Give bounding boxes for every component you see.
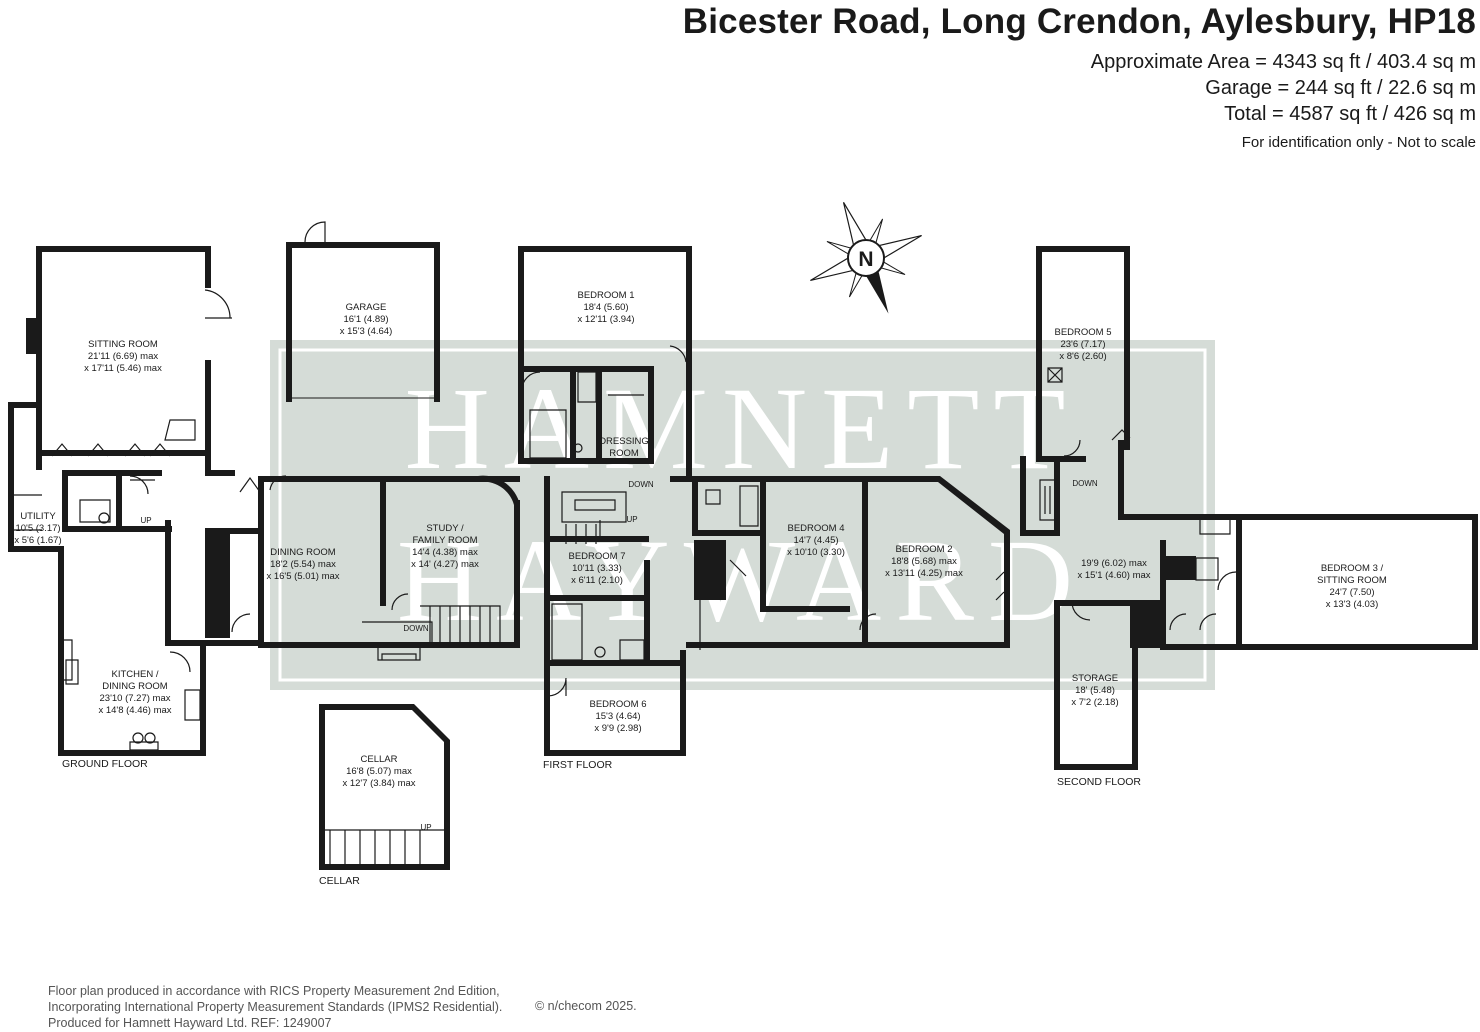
room-bedroom2-name: BEDROOM 2 — [895, 544, 952, 555]
second-floor — [1020, 246, 1478, 770]
property-address: Bicester Road, Long Crendon, Aylesbury, … — [682, 2, 1476, 41]
first-floor — [518, 246, 1010, 756]
ground-floor — [8, 246, 520, 756]
watermark-line-2: HAYWARD — [397, 515, 1087, 646]
room-utility-dim1: 10'5 (3.17) — [15, 523, 60, 534]
room-storage-name: STORAGE — [1072, 673, 1118, 684]
garage-plan — [286, 221, 440, 402]
room-bedroom6-name: BEDROOM 6 — [589, 699, 646, 710]
room-cellar-name: CELLAR — [361, 754, 398, 765]
cellar-plan — [319, 704, 450, 870]
room-dressing-name2: ROOM — [609, 448, 639, 459]
room-bedroom6-dim1: 15'3 (4.64) — [595, 711, 640, 722]
room-bedroom7-name: BEDROOM 7 — [568, 551, 625, 562]
room-landing-dim1: 19'9 (6.02) max — [1081, 558, 1147, 569]
room-dining-room-name: DINING ROOM — [270, 547, 336, 558]
identification-note: For identification only - Not to scale — [1241, 134, 1476, 151]
room-garage-name: GARAGE — [346, 302, 387, 313]
room-bedroom1-dim2: x 12'11 (3.94) — [577, 314, 634, 325]
room-bedroom4-name: BEDROOM 4 — [787, 523, 844, 534]
stair-cellar-up: UP — [420, 823, 431, 832]
total-area: Total = 4587 sq ft / 426 sq m — [1224, 103, 1476, 125]
room-bedroom3-dim2: x 13'3 (4.03) — [1326, 599, 1379, 610]
room-study-dim1: 14'4 (4.38) max — [412, 547, 478, 558]
compass-label: N — [858, 248, 873, 271]
room-bedroom4-dim1: 14'7 (4.45) — [793, 535, 838, 546]
room-kitchen-dim1: 23'10 (7.27) max — [100, 693, 171, 704]
room-storage-dim1: 18' (5.48) — [1075, 685, 1115, 696]
room-garage-dim1: 16'1 (4.89) — [343, 314, 388, 325]
stair-first-down: DOWN — [628, 480, 654, 489]
room-bedroom5-dim1: 23'6 (7.17) — [1060, 339, 1105, 350]
room-bedroom2-dim2: x 13'11 (4.25) max — [885, 568, 963, 579]
room-kitchen-name2: DINING ROOM — [102, 681, 168, 692]
room-bedroom2-dim1: 18'8 (5.68) max — [891, 556, 957, 567]
floor-label-second: SECOND FLOOR — [1057, 776, 1141, 788]
footer-line-3: Produced for Hamnett Hayward Ltd. REF: 1… — [48, 1016, 332, 1030]
footer-notes: Floor plan produced in accordance with R… — [48, 983, 502, 1031]
room-cellar-dim2: x 12'7 (3.84) max — [342, 778, 415, 789]
room-study-dim2: x 14' (4.27) max — [411, 559, 479, 570]
room-dining-room-dim1: 18'2 (5.54) max — [270, 559, 336, 570]
room-dressing-name1: DRESSING — [599, 436, 649, 447]
room-bedroom7-dim2: x 6'11 (2.10) — [571, 575, 623, 586]
footer-line-2: Incorporating International Property Mea… — [48, 1000, 503, 1014]
room-utility-dim2: x 5'6 (1.67) — [14, 535, 61, 546]
room-landing-dim2: x 15'1 (4.60) max — [1077, 570, 1150, 581]
stair-ground-down: DOWN — [403, 624, 429, 633]
footer-copyright: © n/checom 2025. — [535, 999, 637, 1013]
stair-second-down: DOWN — [1072, 479, 1098, 488]
garage-area: Garage = 244 sq ft / 22.6 sq m — [1205, 77, 1476, 99]
room-kitchen-name1: KITCHEN / — [112, 669, 159, 680]
room-utility-name: UTILITY — [20, 511, 56, 522]
room-bedroom1-name: BEDROOM 1 — [577, 290, 634, 301]
floor-label-first: FIRST FLOOR — [543, 759, 613, 771]
room-bedroom6-dim2: x 9'9 (2.98) — [594, 723, 641, 734]
room-bedroom3-dim1: 24'7 (7.50) — [1329, 587, 1374, 598]
room-bedroom1-dim1: 18'4 (5.60) — [583, 302, 628, 313]
stair-ground-up: UP — [140, 516, 151, 525]
watermark-line-1: HAMNETT — [405, 363, 1080, 494]
footer-line-1: Floor plan produced in accordance with R… — [48, 984, 500, 998]
room-study-name1: STUDY / — [426, 523, 464, 534]
room-kitchen-dim2: x 14'8 (4.46) max — [98, 705, 171, 716]
room-bedroom3-name2: SITTING ROOM — [1317, 575, 1387, 586]
room-bedroom7-dim1: 10'11 (3.33) — [572, 563, 622, 574]
room-storage-dim2: x 7'2 (2.18) — [1071, 697, 1118, 708]
room-garage-dim2: x 15'3 (4.64) — [340, 326, 393, 337]
room-sitting-room-name: SITTING ROOM — [88, 339, 158, 350]
room-bedroom4-dim2: x 10'10 (3.30) — [787, 547, 845, 558]
floor-label-cellar: CELLAR — [319, 875, 360, 887]
room-sitting-room-dim1: 21'11 (6.69) max — [88, 351, 159, 362]
room-dining-room-dim2: x 16'5 (5.01) max — [266, 571, 339, 582]
room-cellar-dim1: 16'8 (5.07) max — [346, 766, 412, 777]
floor-label-ground: GROUND FLOOR — [62, 758, 148, 770]
room-sitting-room-dim2: x 17'11 (5.46) max — [84, 363, 162, 374]
room-bedroom5-name: BEDROOM 5 — [1054, 327, 1111, 338]
room-bedroom3-name1: BEDROOM 3 / — [1321, 563, 1384, 574]
room-study-name2: FAMILY ROOM — [412, 535, 477, 546]
approx-area: Approximate Area = 4343 sq ft / 403.4 sq… — [1090, 51, 1476, 73]
room-bedroom5-dim2: x 8'6 (2.60) — [1059, 351, 1106, 362]
stair-first-up: UP — [626, 515, 637, 524]
